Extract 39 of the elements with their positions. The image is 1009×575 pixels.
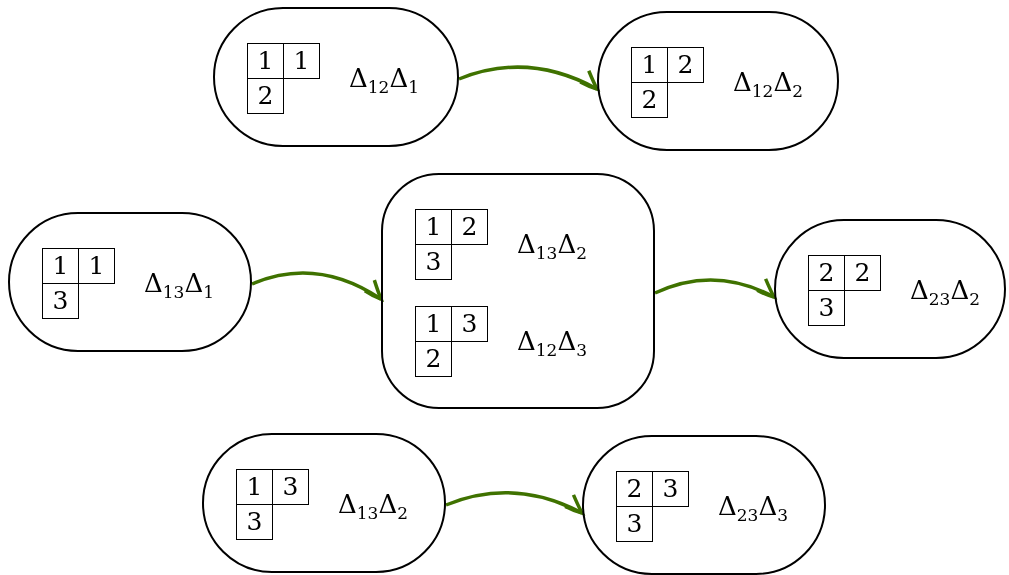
tableau-cell: 1 xyxy=(415,305,452,342)
formula-label: Δ$_{12}$Δ$_{3}$ xyxy=(517,325,588,362)
stadium-node xyxy=(213,7,459,147)
tableau-cell: 3 xyxy=(652,471,689,507)
tableau-cell: 1 xyxy=(78,248,115,284)
formula-label: Δ$_{23}$Δ$_{3}$ xyxy=(718,491,789,528)
tableau-cell: 1 xyxy=(415,208,452,245)
formula-label: Δ$_{23}$Δ$_{2}$ xyxy=(910,275,981,312)
tableau-cell: 1 xyxy=(631,47,668,83)
tableau-cell: 2 xyxy=(667,47,704,83)
tableau-cell: 1 xyxy=(283,43,320,79)
tableau-cell: 3 xyxy=(451,305,488,342)
formula-label: Δ$_{13}$Δ$_{1}$ xyxy=(144,268,215,305)
formula-label: Δ$_{12}$Δ$_{1}$ xyxy=(349,63,420,100)
tableau-cell: 2 xyxy=(451,208,488,245)
tableau-cell: 2 xyxy=(415,340,452,377)
rounded-box xyxy=(381,173,655,409)
tableau-cell: 3 xyxy=(272,469,309,505)
tableau-cell: 3 xyxy=(236,504,273,540)
stadium-node xyxy=(597,11,839,151)
tableau-cell: 2 xyxy=(616,471,653,507)
tableau-cell: 3 xyxy=(42,283,79,319)
tableau-cell: 2 xyxy=(808,255,845,291)
stadium-node xyxy=(8,212,252,352)
tableau-cell: 2 xyxy=(844,255,881,291)
stadium-node xyxy=(582,435,826,575)
tableau-cell: 2 xyxy=(631,82,668,118)
tableau-cell: 1 xyxy=(42,248,79,284)
formula-label: Δ$_{13}$Δ$_{2}$ xyxy=(338,489,409,526)
stadium-node xyxy=(202,433,446,573)
formula-label: Δ$_{12}$Δ$_{2}$ xyxy=(733,67,804,104)
tableau-cell: 1 xyxy=(247,43,284,79)
tableau-cell: 3 xyxy=(616,506,653,542)
tableau-cell: 3 xyxy=(808,290,845,326)
tableau-cell: 2 xyxy=(247,78,284,114)
stadium-node xyxy=(774,219,1006,359)
tableau-cell: 1 xyxy=(236,469,273,505)
formula-label: Δ$_{13}$Δ$_{2}$ xyxy=(517,228,588,265)
tableau-cell: 3 xyxy=(415,243,452,280)
